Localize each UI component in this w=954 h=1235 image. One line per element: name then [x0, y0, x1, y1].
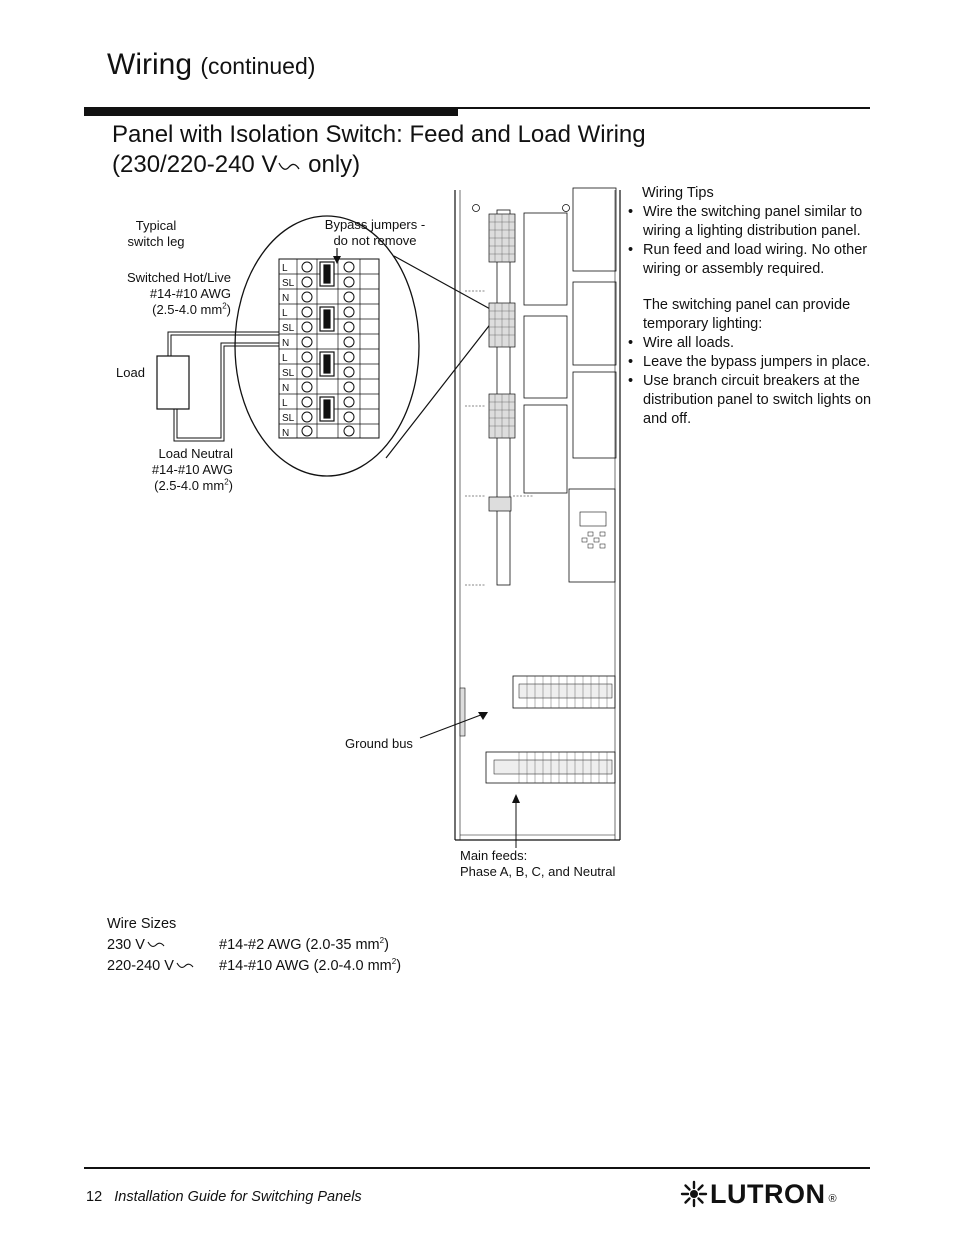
- tip-item: Run feed and load wiring. No other wirin…: [628, 241, 878, 279]
- load-neutral-awg: #14-#10 AWG: [151, 462, 233, 477]
- switched-hot-title: Switched Hot/Live: [126, 270, 231, 285]
- wire-size-voltage: 230 V: [107, 935, 219, 956]
- wire-size-awg: #14-#10 AWG (2.0-4.0 mm2): [219, 957, 402, 974]
- load-box: [156, 355, 190, 410]
- bypass-line2: do not remove: [333, 233, 417, 248]
- title-main: Wiring: [107, 48, 193, 81]
- brand-name: LUTRON: [710, 1178, 826, 1209]
- tip-item: Wire the switching panel similar to wiri…: [628, 203, 878, 241]
- panel-enclosure: [454, 187, 621, 841]
- typical-switch-leg-label: Typical switch leg: [120, 218, 192, 250]
- terminal-label: SL: [282, 278, 295, 289]
- terminal-label: L: [282, 398, 288, 409]
- registered-mark: ®: [828, 1193, 837, 1205]
- wiring-tips: Wiring Tips Wire the switching panel sim…: [628, 184, 878, 429]
- wire-sizes-title: Wire Sizes: [107, 916, 177, 932]
- lutron-logo-icon: LUTRON ®: [680, 1178, 872, 1210]
- lutron-sunburst-icon: [680, 1180, 708, 1208]
- title-suffix: (continued): [200, 53, 316, 79]
- page-number: 12: [86, 1189, 103, 1205]
- main-feeds-line2: Phase A, B, C, and Neutral: [460, 864, 616, 879]
- header-rule-thin: [84, 107, 870, 109]
- load-wires: [167, 331, 282, 442]
- footer-text: 12 Installation Guide for Switching Pane…: [86, 1189, 362, 1205]
- wiring-tips-title: Wiring Tips: [642, 185, 714, 201]
- ac-wave-icon: [147, 941, 165, 947]
- main-feeds-line1: Main feeds:: [460, 848, 528, 863]
- terminal-label: SL: [282, 413, 295, 424]
- terminal-label: L: [282, 353, 288, 364]
- wire-size-row: 220-240 V #14-#10 AWG (2.0-4.0 mm2): [107, 956, 401, 977]
- terminal-labels: L SL N L SL N L SL N L SL N: [282, 261, 294, 441]
- tip-paragraph: The switching panel can provide temporar…: [643, 297, 851, 332]
- section-heading-line2: (230/220-240 V only): [112, 151, 360, 179]
- magnifier-line-bottom: [385, 321, 493, 459]
- terminal-label: N: [282, 383, 290, 394]
- tip-item: Use branch circuit breakers at the distr…: [628, 372, 878, 429]
- heading-prefix: (230/220-240 V: [112, 151, 278, 178]
- load-neutral-label: Load Neutral #14-#10 AWG (2.5-4.0 mm2): [100, 446, 233, 494]
- bypass-line1: Bypass jumpers -: [324, 217, 426, 232]
- wire-size-row: 230 V #14-#2 AWG (2.0-35 mm2): [107, 935, 401, 956]
- magnifier-oval: [234, 215, 420, 477]
- switched-hot-mm: (2.5-4.0 mm2): [152, 301, 231, 317]
- guide-title: Installation Guide for Switching Panels: [114, 1189, 362, 1205]
- header-rule-thick: [84, 107, 458, 116]
- ground-bus-label: Ground bus: [345, 736, 413, 751]
- switched-hot-awg: #14-#10 AWG: [149, 286, 231, 301]
- switched-hot-label: Switched Hot/Live #14-#10 AWG (2.5-4.0 m…: [100, 270, 231, 318]
- terminal-block: [278, 248, 380, 439]
- ac-wave-icon: [278, 162, 301, 170]
- ac-wave-icon: [176, 962, 194, 968]
- wire-size-voltage: 220-240 V: [107, 956, 219, 977]
- terminal-label: SL: [282, 368, 295, 379]
- terminal-label: SL: [282, 323, 295, 334]
- wire-size-awg: #14-#2 AWG (2.0-35 mm2): [219, 936, 389, 953]
- terminal-label: L: [282, 263, 288, 274]
- section-heading-line1: Panel with Isolation Switch: Feed and Lo…: [112, 121, 646, 148]
- main-feed-arrowhead: [512, 794, 520, 803]
- bypass-jumpers-label: Bypass jumpers - do not remove: [316, 217, 434, 249]
- load-neutral-title: Load Neutral: [158, 446, 233, 461]
- load-label: Load: [116, 365, 145, 380]
- terminal-label: N: [282, 293, 290, 304]
- typical-line1: Typical: [135, 218, 177, 233]
- tip-item: Wire all loads.: [628, 334, 878, 353]
- tip-item: Leave the bypass jumpers in place.: [628, 353, 878, 372]
- page-title: Wiring (continued): [107, 48, 315, 82]
- magnifier-line-top: [393, 255, 493, 311]
- terminal-label: N: [282, 428, 290, 439]
- heading-suffix: only): [301, 151, 361, 178]
- footer-rule: [84, 1167, 870, 1169]
- load-neutral-mm: (2.5-4.0 mm2): [154, 477, 233, 493]
- ground-bus-arrowhead: [478, 712, 488, 720]
- wire-sizes: Wire Sizes 230 V #14-#2 AWG (2.0-35 mm2)…: [107, 914, 401, 977]
- main-feeds-label: Main feeds: Phase A, B, C, and Neutral: [460, 848, 615, 880]
- terminal-label: L: [282, 308, 288, 319]
- terminal-label: N: [282, 338, 290, 349]
- typical-line2: switch leg: [127, 234, 185, 249]
- callout-arrows: [419, 712, 517, 848]
